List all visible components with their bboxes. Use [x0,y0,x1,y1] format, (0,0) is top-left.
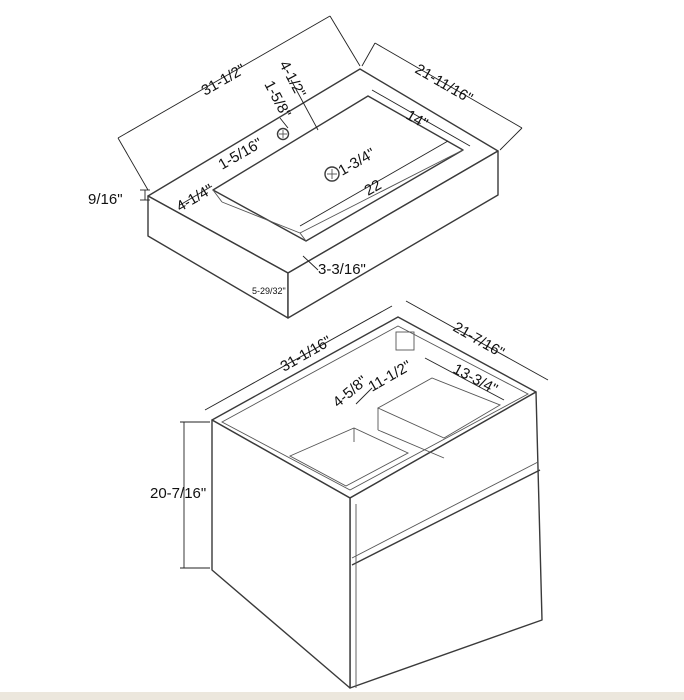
dim-ext [329,15,361,67]
label-front-margin: 3-3/16" [318,261,366,278]
dim-line-left-margin [179,185,213,206]
faucet-hole-icon [276,127,290,141]
dim-line-gap [355,387,373,405]
cabinet-inner-rim [221,325,529,491]
upper-drawer-compartment [377,377,502,439]
dim-line-drain-offset [279,117,289,129]
basin-floor-line [221,201,301,234]
dim-line-cabinet-width [405,300,549,381]
dim-ext [117,137,149,191]
label-edge-thickness: 9/16" [88,191,123,208]
drawer-separator-shadow [351,461,539,559]
cabinet-drawing: 31-1/16" 21-7/16" 4-5/8" 11-1/2" 13-3/4"… [150,300,549,689]
dim-line-basin-length [299,140,449,227]
basin-floor-line [299,156,450,234]
label-sink-height: 5-29/32" [252,286,286,296]
dim-ext [499,127,523,151]
dim-line-sink-length [117,15,331,139]
sink-right-face [287,150,499,319]
lower-drawer-compartment [288,427,410,487]
mount-bracket-icon [395,331,415,351]
dim-line-front-margin [302,255,319,271]
label-sink-width: 21-11/16" [412,61,475,107]
dim-line-upper-drawer-width [424,357,505,401]
dim-line-top-margin [290,79,319,131]
label-sink-length: 31-1/2" [199,61,249,100]
label-basin-length: 22 [362,176,385,199]
dim-line-basin-width [371,89,471,147]
sink-drawing: 31-1/2" 21-11/16" 4-1/2" 1-5/8" 1-5/16" … [88,15,523,319]
footer-strip [0,692,684,700]
dim-line-sink-width [374,42,523,129]
basin-depth-line [212,189,223,203]
compartment-edge [377,429,445,459]
drain-hole-icon [324,166,340,182]
dim-ext [361,42,376,67]
drawer-separator [351,469,541,566]
basin-depth-line [448,149,464,158]
cabinet-left-face [211,419,351,689]
dim-line-cabinet-length [204,305,393,411]
label-cabinet-height: 20-7/16" [150,485,206,502]
basin-depth-line [299,232,307,242]
